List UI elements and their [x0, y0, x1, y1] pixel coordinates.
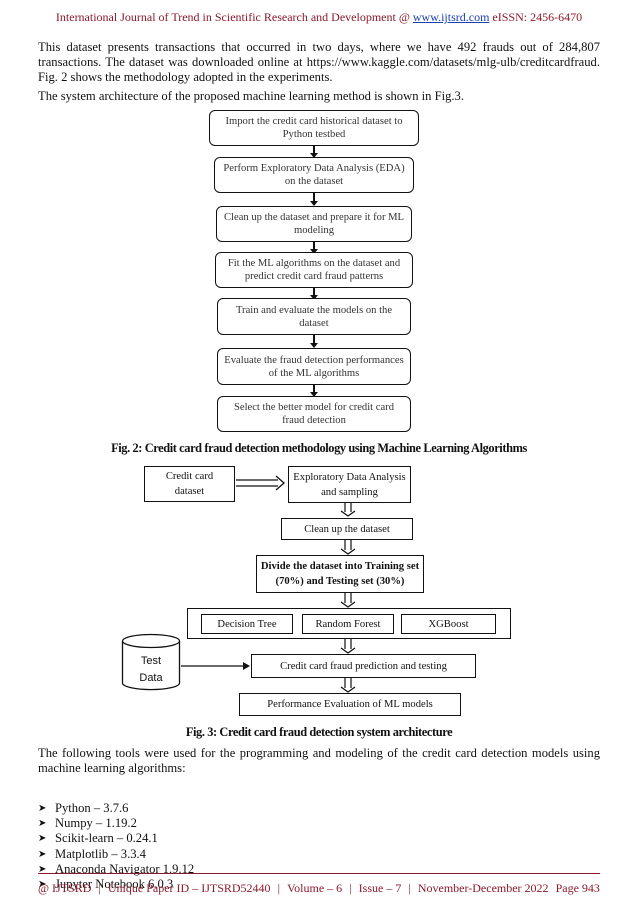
credit-card-dataset-box: Credit card dataset: [144, 466, 235, 502]
arrowhead-bullet-icon: ➤: [38, 803, 47, 814]
right-arrow-icon: [181, 662, 250, 670]
arrowhead-bullet-icon: ➤: [38, 848, 47, 860]
architecture-paragraph: The system architecture of the proposed …: [38, 89, 464, 103]
fig3-caption: Fig. 3: Credit card fraud detection syst…: [185, 725, 453, 739]
double-right-arrow-icon: [236, 475, 285, 491]
double-down-arrow-icon: [340, 678, 356, 693]
arrowhead-bullet-icon: ➤: [38, 833, 47, 845]
decision-tree-box: Decision Tree: [201, 614, 293, 634]
test-data-label: Test Data: [139, 655, 163, 684]
fig2-caption: Fig. 2: Credit card fraud detection meth…: [111, 441, 527, 455]
list-item: ➤Numpy – 1.19.2: [38, 816, 137, 831]
database-cylinder-icon: [121, 633, 181, 691]
performance-box: Performance Evaluation of ML models: [239, 693, 461, 716]
running-header: International Journal of Trend in Scient…: [55, 10, 583, 24]
double-down-arrow-icon: [340, 593, 356, 608]
double-down-arrow-icon: [340, 639, 356, 654]
footer-page: Page 943: [555, 881, 600, 895]
running-footer: @ IJTSRD | Unique Paper ID – IJTSRD52440…: [38, 881, 600, 895]
double-down-arrow-icon: [340, 540, 356, 555]
double-down-arrow-icon: [340, 503, 356, 517]
list-item: ➤Anaconda Navigator 1.9.12: [38, 861, 195, 876]
prediction-box: Credit card fraud prediction and testing: [251, 654, 476, 678]
arrowhead-bullet-icon: ➤: [38, 818, 47, 830]
fig2-step-7: Select the better model for credit card …: [217, 396, 411, 432]
fig2-step-5: Train and evaluate the models on the dat…: [217, 298, 411, 335]
list-item: ➤Python – 3.7.6: [38, 801, 129, 815]
arrowhead-bullet-icon: ➤: [38, 863, 47, 875]
xgboost-box: XGBoost: [401, 614, 496, 634]
tools-paragraph: The following tools were used for the pr…: [38, 746, 600, 775]
fig2-step-4: Fit the ML algorithms on the dataset and…: [215, 252, 413, 288]
journal-link[interactable]: www.ijtsrd.com: [412, 10, 490, 24]
clean-dataset-box: Clean up the dataset: [281, 518, 413, 540]
arrowhead-bullet-icon: ➤: [38, 879, 47, 891]
footer-journal: @ IJTSRD: [38, 881, 92, 895]
footer-volume: Volume – 6: [287, 881, 343, 895]
footer-divider: [38, 873, 600, 874]
footer-issue: Issue – 7: [358, 881, 402, 895]
fig2-step-3: Clean up the dataset and prepare it for …: [216, 206, 412, 242]
eda-box: Exploratory Data Analysis and sampling: [288, 466, 411, 503]
fig2-step-2: Perform Exploratory Data Analysis (EDA) …: [214, 157, 414, 193]
fig2-step-1: Import the credit card historical datase…: [209, 110, 419, 146]
tools-list: ➤Python – 3.7.6 ➤Numpy – 1.19.2 ➤Scikit-…: [38, 801, 194, 892]
list-item: ➤Jupyter Notebook 6.0.3: [38, 877, 174, 892]
list-item: ➤Scikit-learn – 0.24.1: [38, 831, 158, 846]
dataset-paragraph: This dataset presents transactions that …: [38, 40, 600, 84]
random-forest-box: Random Forest: [302, 614, 394, 634]
fig2-step-6: Evaluate the fraud detection performance…: [217, 348, 411, 385]
divide-dataset-box: Divide the dataset into Training set (70…: [256, 555, 424, 593]
footer-date: November-December 2022: [417, 881, 549, 895]
footer-paper-id: Unique Paper ID – IJTSRD52440: [107, 881, 271, 895]
list-item: ➤Matplotlib – 3.3.4: [38, 846, 146, 861]
